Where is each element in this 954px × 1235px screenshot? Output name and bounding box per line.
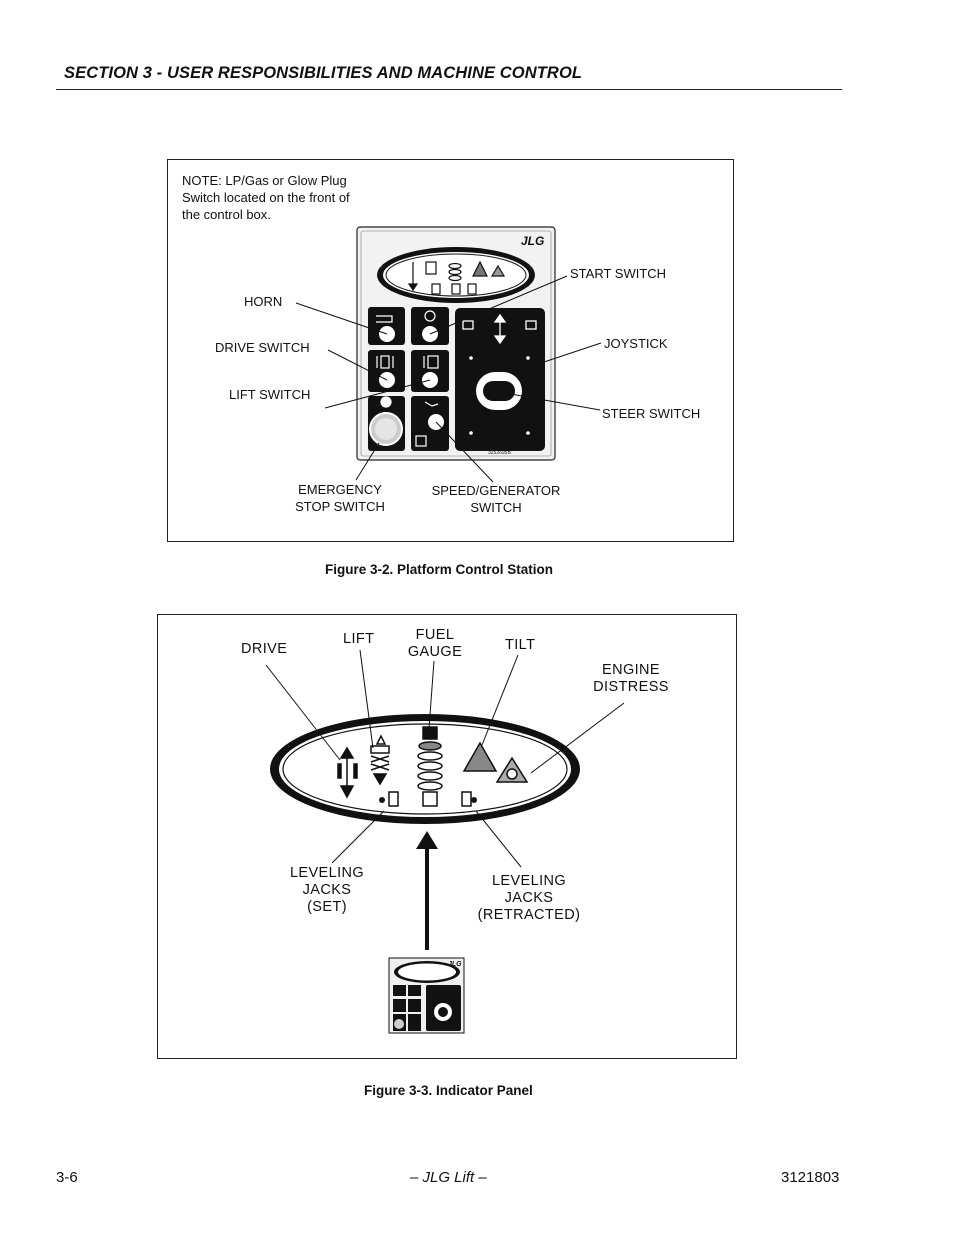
note-text: NOTE: LP/Gas or Glow Plug Switch located… bbox=[182, 173, 350, 222]
label-speed-generator: SPEED/GENERATOR SWITCH bbox=[431, 483, 561, 515]
part-number: 3252695B bbox=[488, 450, 511, 456]
label-leveling-jacks-retracted: LEVELING JACKS (RETRACTED) bbox=[477, 873, 581, 923]
figure-3-2-caption: Figure 3-2. Platform Control Station bbox=[325, 562, 554, 577]
footer-center: – JLG Lift – bbox=[410, 1169, 487, 1186]
label-engine-distress: ENGINE DISTRESS bbox=[593, 662, 669, 695]
label-lift-switch: LIFT SWITCH bbox=[229, 387, 311, 402]
label-fuel-gauge: FUEL GAUGE bbox=[407, 627, 463, 660]
label-steer-switch: STEER SWITCH bbox=[602, 406, 701, 421]
label-horn: HORN bbox=[244, 294, 283, 309]
label-lift: LIFT bbox=[343, 631, 375, 647]
label-drive: DRIVE bbox=[241, 641, 288, 657]
label-drive-switch: DRIVE SWITCH bbox=[215, 340, 310, 355]
figure-3-3-caption: Figure 3-3. Indicator Panel bbox=[364, 1083, 533, 1098]
label-leveling-jacks-set: LEVELING JACKS (SET) bbox=[289, 865, 365, 915]
jlg-logo: JLG bbox=[521, 234, 544, 248]
label-tilt: TILT bbox=[505, 637, 536, 653]
section-header: SECTION 3 - USER RESPONSIBILITIES AND MA… bbox=[64, 64, 583, 82]
label-joystick: JOYSTICK bbox=[604, 336, 668, 351]
footer-doc-number: 3121803 bbox=[781, 1169, 840, 1186]
label-emergency-stop: EMERGENCY STOP SWITCH bbox=[295, 482, 385, 514]
label-start-switch: START SWITCH bbox=[570, 266, 667, 281]
header-rule bbox=[56, 89, 842, 90]
footer-page-number: 3-6 bbox=[56, 1169, 78, 1186]
jlg-logo-small: JLG bbox=[448, 961, 462, 968]
